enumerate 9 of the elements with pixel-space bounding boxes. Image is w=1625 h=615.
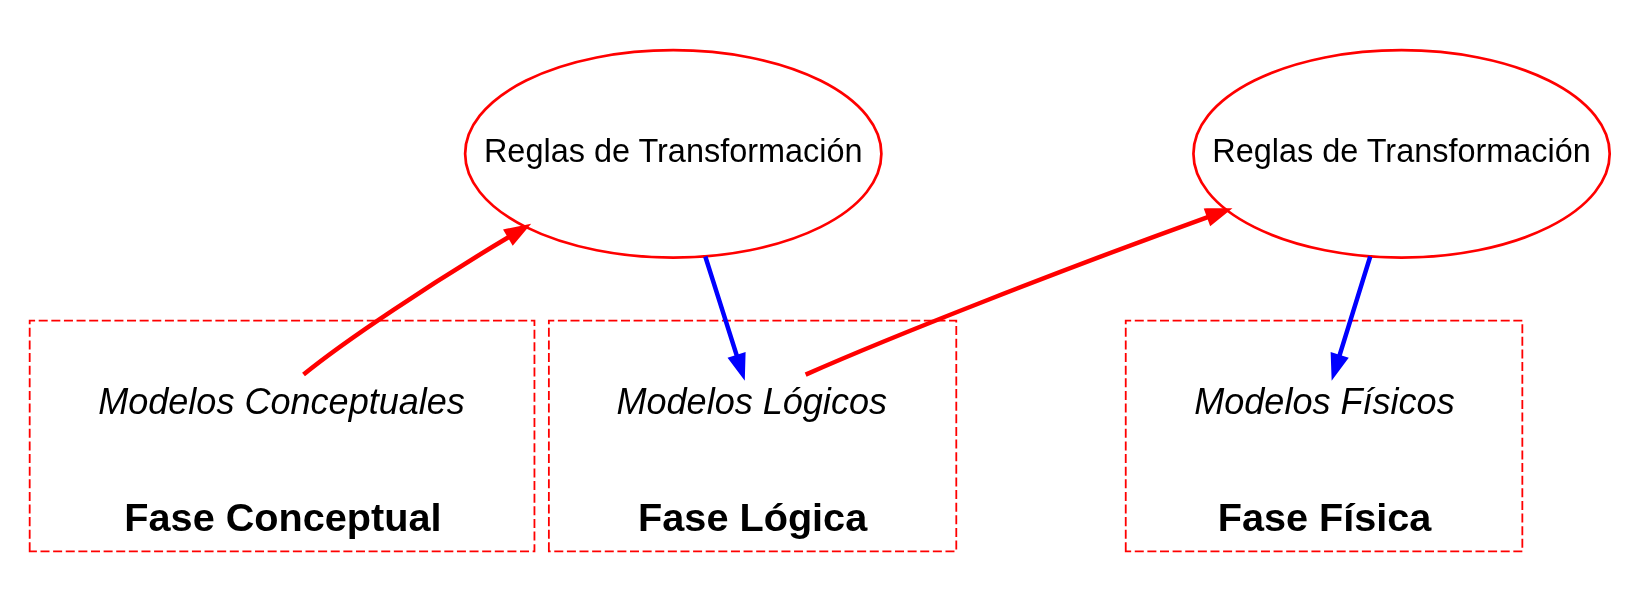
node-ellipse: Reglas de Transformación xyxy=(463,48,883,259)
arrow xyxy=(1330,255,1373,381)
node-text: Modelos Físicos xyxy=(1194,380,1455,422)
arrow xyxy=(703,255,746,381)
node-text: Modelos Lógicos xyxy=(616,380,887,422)
node-ellipse: Reglas de Transformación xyxy=(1192,48,1612,259)
arrow xyxy=(302,223,532,376)
node-text: Modelos Conceptuales xyxy=(98,380,465,422)
arrow xyxy=(804,207,1233,377)
